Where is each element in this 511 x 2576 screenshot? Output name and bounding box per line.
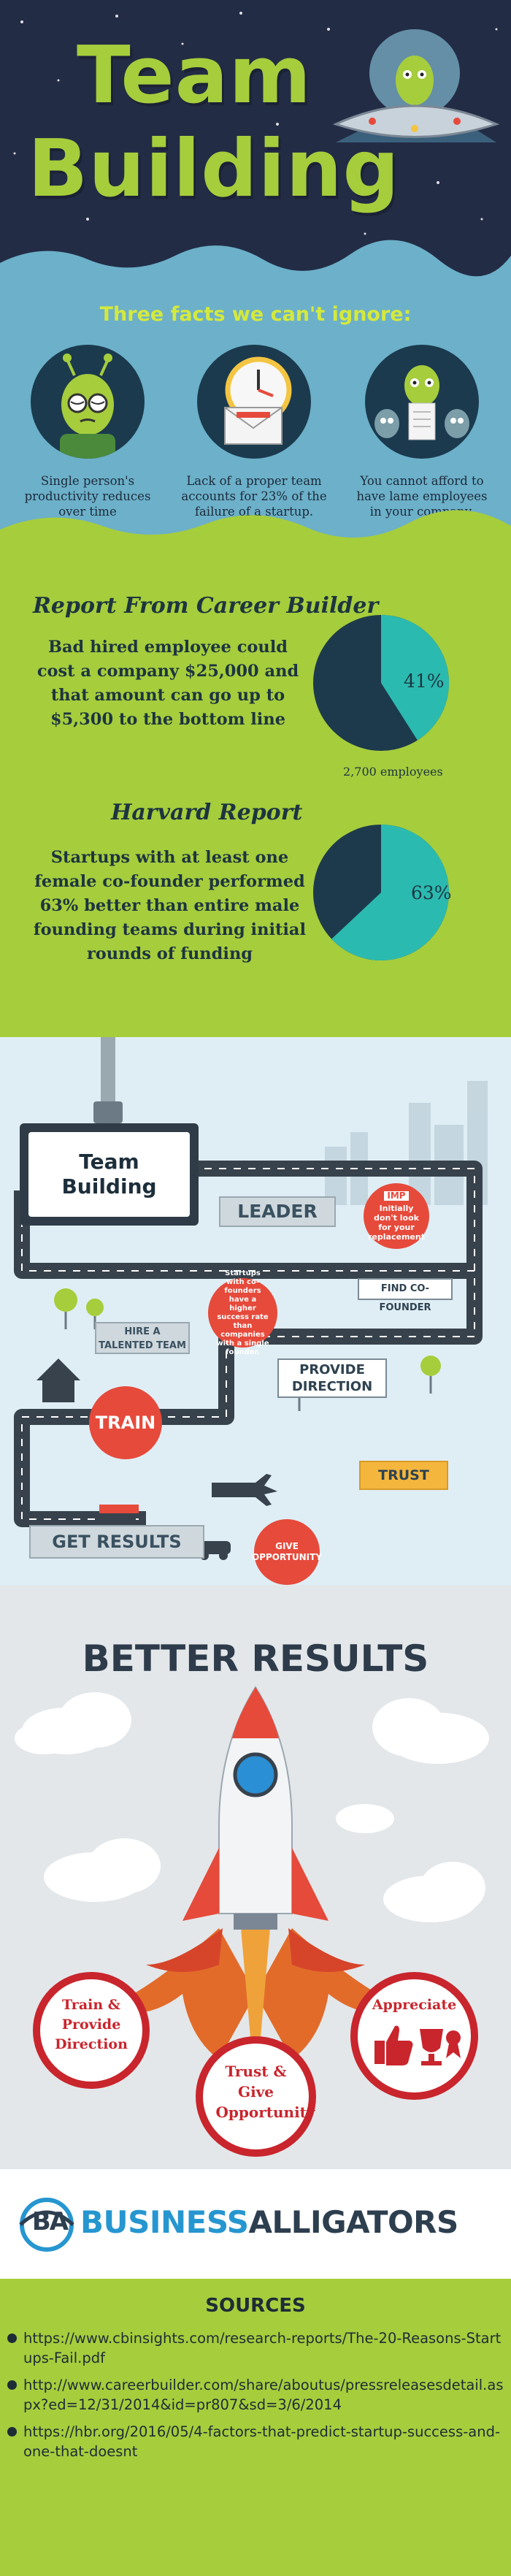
results-title: BETTER RESULTS — [82, 1637, 429, 1680]
logo-word-alligators: ALLIGATORS — [248, 2204, 458, 2240]
trust-label: TRUST — [359, 1461, 448, 1490]
logo-wordmark: BUSINESSALLIGATORS — [80, 2204, 458, 2240]
career-builder-pie-subtitle: 2,700 employees — [343, 765, 443, 779]
source-link-2[interactable]: http://www.careerbuilder.com/share/about… — [7, 2375, 504, 2415]
header-wave — [0, 240, 511, 278]
source-link-3[interactable]: https://hbr.org/2016/05/4-factors-that-p… — [7, 2422, 504, 2461]
badge-title: Team Building — [28, 1132, 190, 1217]
result-train-circle: Train & Provide Direction — [33, 1972, 150, 2089]
get-results-label: GET RESULTS — [29, 1525, 204, 1559]
sources-section: SOURCES https://www.cbinsights.com/resea… — [0, 2279, 511, 2576]
sources-list: https://www.cbinsights.com/research-repo… — [7, 2328, 504, 2469]
harvard-pie — [313, 825, 449, 960]
result-appreciate-circle: Appreciate — [350, 1972, 478, 2100]
fact-1: Single person's productivity reduces ove… — [15, 345, 161, 519]
harvard-text: Startups with at least one female co-fou… — [33, 848, 307, 963]
imp-tag: IMP — [384, 1190, 409, 1201]
fact-2: Lack of a proper team accounts for 23% o… — [181, 345, 327, 519]
tired-alien-icon — [31, 345, 145, 459]
pie-slice — [331, 825, 449, 960]
harvard-title: Harvard Report — [111, 800, 303, 825]
give-opportunity-circle: GIVE OPPORTUNITY — [252, 1519, 322, 1585]
imp-circle: IMP Initially don't look for your replac… — [364, 1183, 429, 1249]
logo-initials: BA — [31, 2207, 69, 2236]
fact-3-caption: You cannot afford to have lame employees… — [356, 474, 488, 519]
harvard-pie-label: 63% — [411, 882, 452, 903]
find-cofounder-label: FIND CO-FOUNDER — [358, 1278, 453, 1313]
result-trust-circle: Trust & Give Opportunity — [196, 2036, 316, 2157]
alien-group-icon — [365, 345, 479, 459]
thumbs-trophy-icon — [374, 2025, 461, 2065]
team-building-badge: Team Building — [20, 1123, 199, 1226]
header-section: Team Building — [0, 0, 511, 278]
career-builder-text: Bad hired employee could cost a company … — [36, 638, 299, 729]
title-line-1: Team — [77, 30, 312, 121]
ufo-alien-icon — [332, 29, 500, 142]
rocket-illustration — [15, 1686, 489, 2096]
career-builder-title: Report From Career Builder — [33, 593, 379, 619]
logo-word-business: BUSINESS — [80, 2204, 249, 2240]
career-builder-pie — [313, 615, 449, 751]
roadmap-section: Team Building LEADER IMP Initially don't… — [0, 1037, 511, 1585]
sources-title: SOURCES — [205, 2295, 306, 2317]
title-line-2: Building — [28, 123, 400, 215]
startups-note-circle: Startups with co-founders have a higher … — [208, 1269, 277, 1356]
result-trust-text: Trust & Give Opportunity — [215, 2063, 315, 2121]
leader-label: LEADER — [219, 1196, 336, 1227]
result-train-text: Train & Provide Direction — [55, 1997, 128, 2052]
pie-slice — [381, 615, 449, 741]
clock-envelope-icon — [197, 345, 311, 459]
facts-section: Three facts we can't ignore: Single pers… — [0, 278, 511, 548]
hire-team-label: HIRE A TALENTED TEAM — [95, 1322, 190, 1354]
result-appreciate-text: Appreciate — [372, 1997, 457, 2013]
fact-1-caption: Single person's productivity reduces ove… — [24, 474, 151, 519]
fact-2-caption: Lack of a proper team accounts for 23% o… — [181, 474, 327, 519]
imp-text: Initially don't look for your replacemen… — [368, 1203, 425, 1242]
starfield — [13, 12, 498, 235]
logo-section: BA BUSINESSALLIGATORS — [0, 2169, 511, 2279]
reports-section: Report From Career Builder Bad hired emp… — [0, 548, 511, 1037]
provide-direction-label: PROVIDE DIRECTION — [277, 1358, 387, 1398]
source-link-1[interactable]: https://www.cbinsights.com/research-repo… — [7, 2328, 504, 2368]
business-alligators-logo-icon — [19, 2198, 74, 2252]
results-section: BETTER RESULTS Train & Provide Direction… — [0, 1585, 511, 2169]
facts-heading: Three facts we can't ignore: — [99, 303, 412, 326]
fact-3: You cannot afford to have lame employees… — [349, 345, 495, 519]
career-builder-pie-label: 41% — [404, 670, 445, 692]
facts-wave — [0, 510, 511, 548]
train-circle: TRAIN — [89, 1386, 162, 1459]
